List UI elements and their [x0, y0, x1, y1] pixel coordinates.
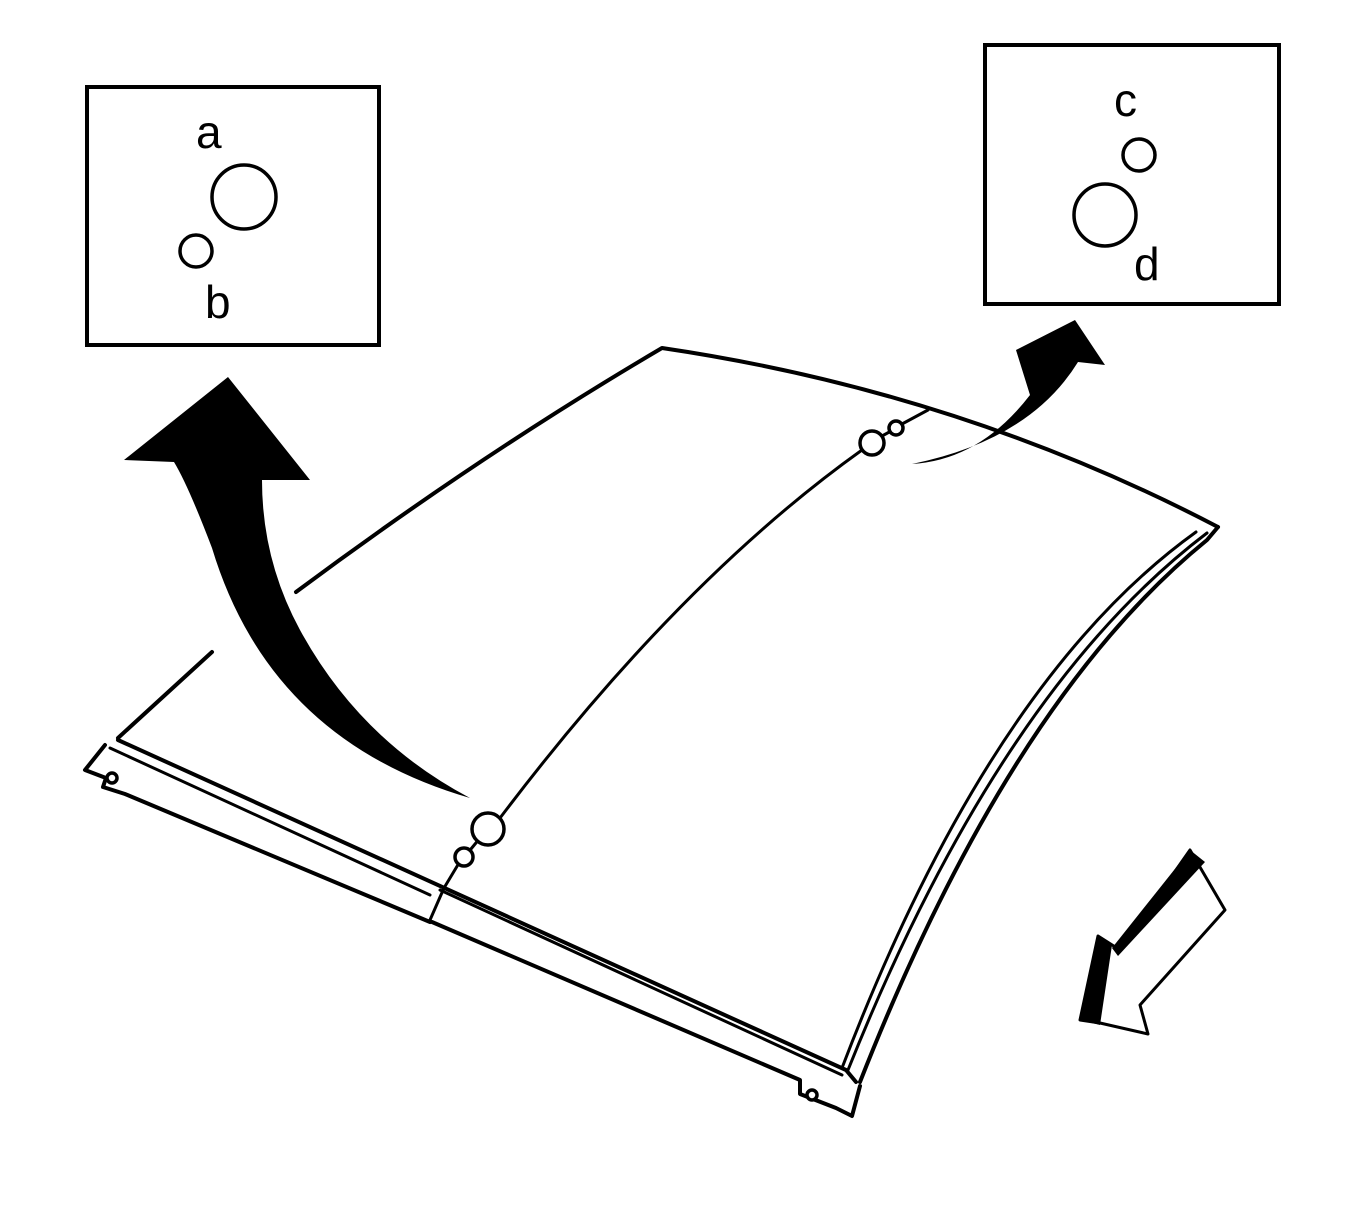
- roof-front-header: [116, 738, 858, 1084]
- seam-hole-front-small: [453, 846, 475, 868]
- roof-right-rail-outer: [858, 525, 1220, 1084]
- direction-arrow-shadow: [1112, 850, 1205, 956]
- callout-hole-d: [1072, 182, 1138, 248]
- callout-hole-b: [178, 233, 214, 269]
- roof-panel: [83, 346, 1220, 1118]
- curved-arrow-up-right-icon: [912, 320, 1105, 464]
- seam-hole-front-large: [470, 811, 506, 847]
- roof-panel-outline: [116, 346, 1220, 740]
- tab-hole-left: [105, 771, 119, 785]
- roof-right-rail-inner: [840, 530, 1198, 1070]
- callout-label-d: d: [1134, 238, 1160, 290]
- roof-center-seam: [428, 408, 930, 922]
- direction-arrow-shadow-tip: [1080, 936, 1112, 1025]
- curved-arrow-up-icon: [124, 377, 470, 798]
- callout-hole-c: [1121, 137, 1157, 173]
- roof-front-header-lower: [108, 746, 844, 1077]
- front-direction-arrow-icon: [1078, 848, 1227, 1036]
- callout-label-b: b: [205, 276, 231, 328]
- roof-front-flange: [83, 743, 862, 1118]
- callout-right-frame: [983, 43, 1281, 306]
- callout-left: a b: [85, 85, 381, 347]
- seam-hole-rear-large: [858, 429, 886, 457]
- callout-label-c: c: [1114, 74, 1137, 126]
- seam-hole-rear-small: [887, 419, 905, 437]
- callout-label-a: a: [196, 106, 222, 158]
- tab-hole-right: [805, 1088, 819, 1102]
- callout-right: c d: [983, 43, 1281, 306]
- roof-right-rail-mid: [846, 531, 1209, 1072]
- callout-hole-a: [210, 163, 278, 231]
